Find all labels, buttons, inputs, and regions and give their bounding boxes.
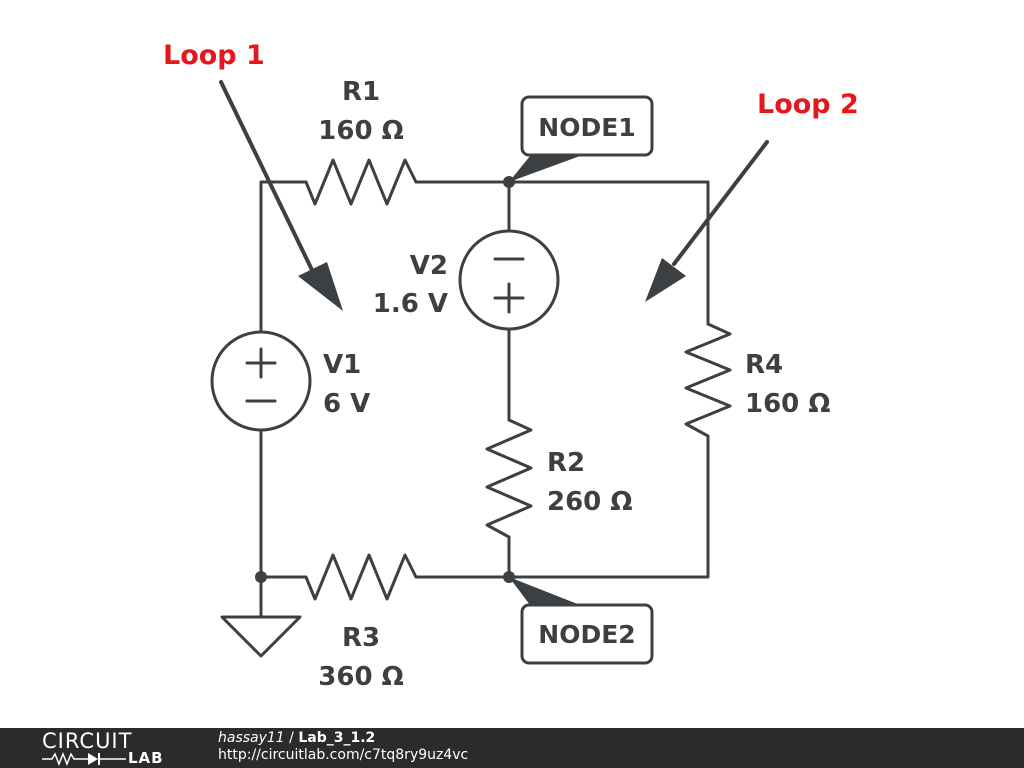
r2-name-label: R2 — [547, 448, 585, 478]
circuitlab-logo[interactable]: CIRCUIT LAB — [40, 730, 180, 766]
ground-symbol — [220, 615, 302, 658]
loop2-label: Loop 2 — [757, 89, 859, 120]
node2-label: NODE2 — [538, 620, 635, 649]
resistor-r3-symbol[interactable] — [304, 553, 418, 601]
r3-value-label: 360 Ω — [318, 662, 403, 692]
resistor-r1-symbol[interactable] — [304, 158, 418, 206]
project-title-line: hassay11 / Lab_3_1.2 — [218, 730, 468, 747]
loop1-arrow — [219, 80, 343, 311]
logo-circuit-icon — [42, 752, 126, 766]
junction-ground — [255, 571, 267, 583]
wire-left-bottom — [259, 428, 308, 579]
author-link[interactable]: hassay11 — [218, 730, 285, 746]
v1-name-label: V1 — [323, 350, 361, 380]
r4-name-label: R4 — [745, 350, 783, 380]
loop1-label: Loop 1 — [163, 40, 265, 71]
r2-value-label: 260 Ω — [547, 487, 632, 517]
v1-value-label: 6 V — [323, 389, 370, 419]
r4-value-label: 160 Ω — [745, 389, 830, 419]
voltage-source-v2-symbol[interactable] — [458, 229, 560, 331]
v2-name-label: V2 — [410, 251, 448, 281]
project-name-link[interactable]: Lab_3_1.2 — [298, 730, 376, 746]
title-separator: / — [284, 730, 299, 746]
wire-top-right — [414, 180, 710, 326]
logo-text-circuit: CIRCUIT — [42, 729, 133, 753]
wire-left-top — [259, 180, 308, 334]
project-url-link[interactable]: http://circuitlab.com/c7tq8ry9uz4vc — [218, 747, 469, 763]
node2-tag[interactable]: NODE2 — [509, 577, 654, 665]
logo-text-lab: LAB — [128, 749, 164, 767]
resistor-r4-symbol[interactable] — [684, 322, 732, 438]
resistor-r2-symbol[interactable] — [485, 418, 533, 539]
voltage-source-v1-symbol[interactable] — [210, 330, 312, 432]
node1-tag[interactable]: NODE1 — [509, 95, 654, 182]
r3-name-label: R3 — [342, 623, 380, 653]
r1-value-label: 160 Ω — [318, 116, 403, 146]
r1-name-label: R1 — [342, 77, 380, 107]
v2-value-label: 1.6 V — [373, 289, 448, 319]
circuit-schematic: NODE1 NODE2 Loop 1 Loop 2 R1 160 Ω V2 1.… — [163, 40, 859, 692]
project-credit: hassay11 / Lab_3_1.2 http://circuitlab.c… — [218, 730, 468, 764]
node1-label: NODE1 — [538, 113, 635, 142]
loop2-arrow — [645, 140, 769, 302]
footer-bar: CIRCUIT LAB hassay11 / Lab_3_1.2 http://… — [0, 728, 1024, 768]
